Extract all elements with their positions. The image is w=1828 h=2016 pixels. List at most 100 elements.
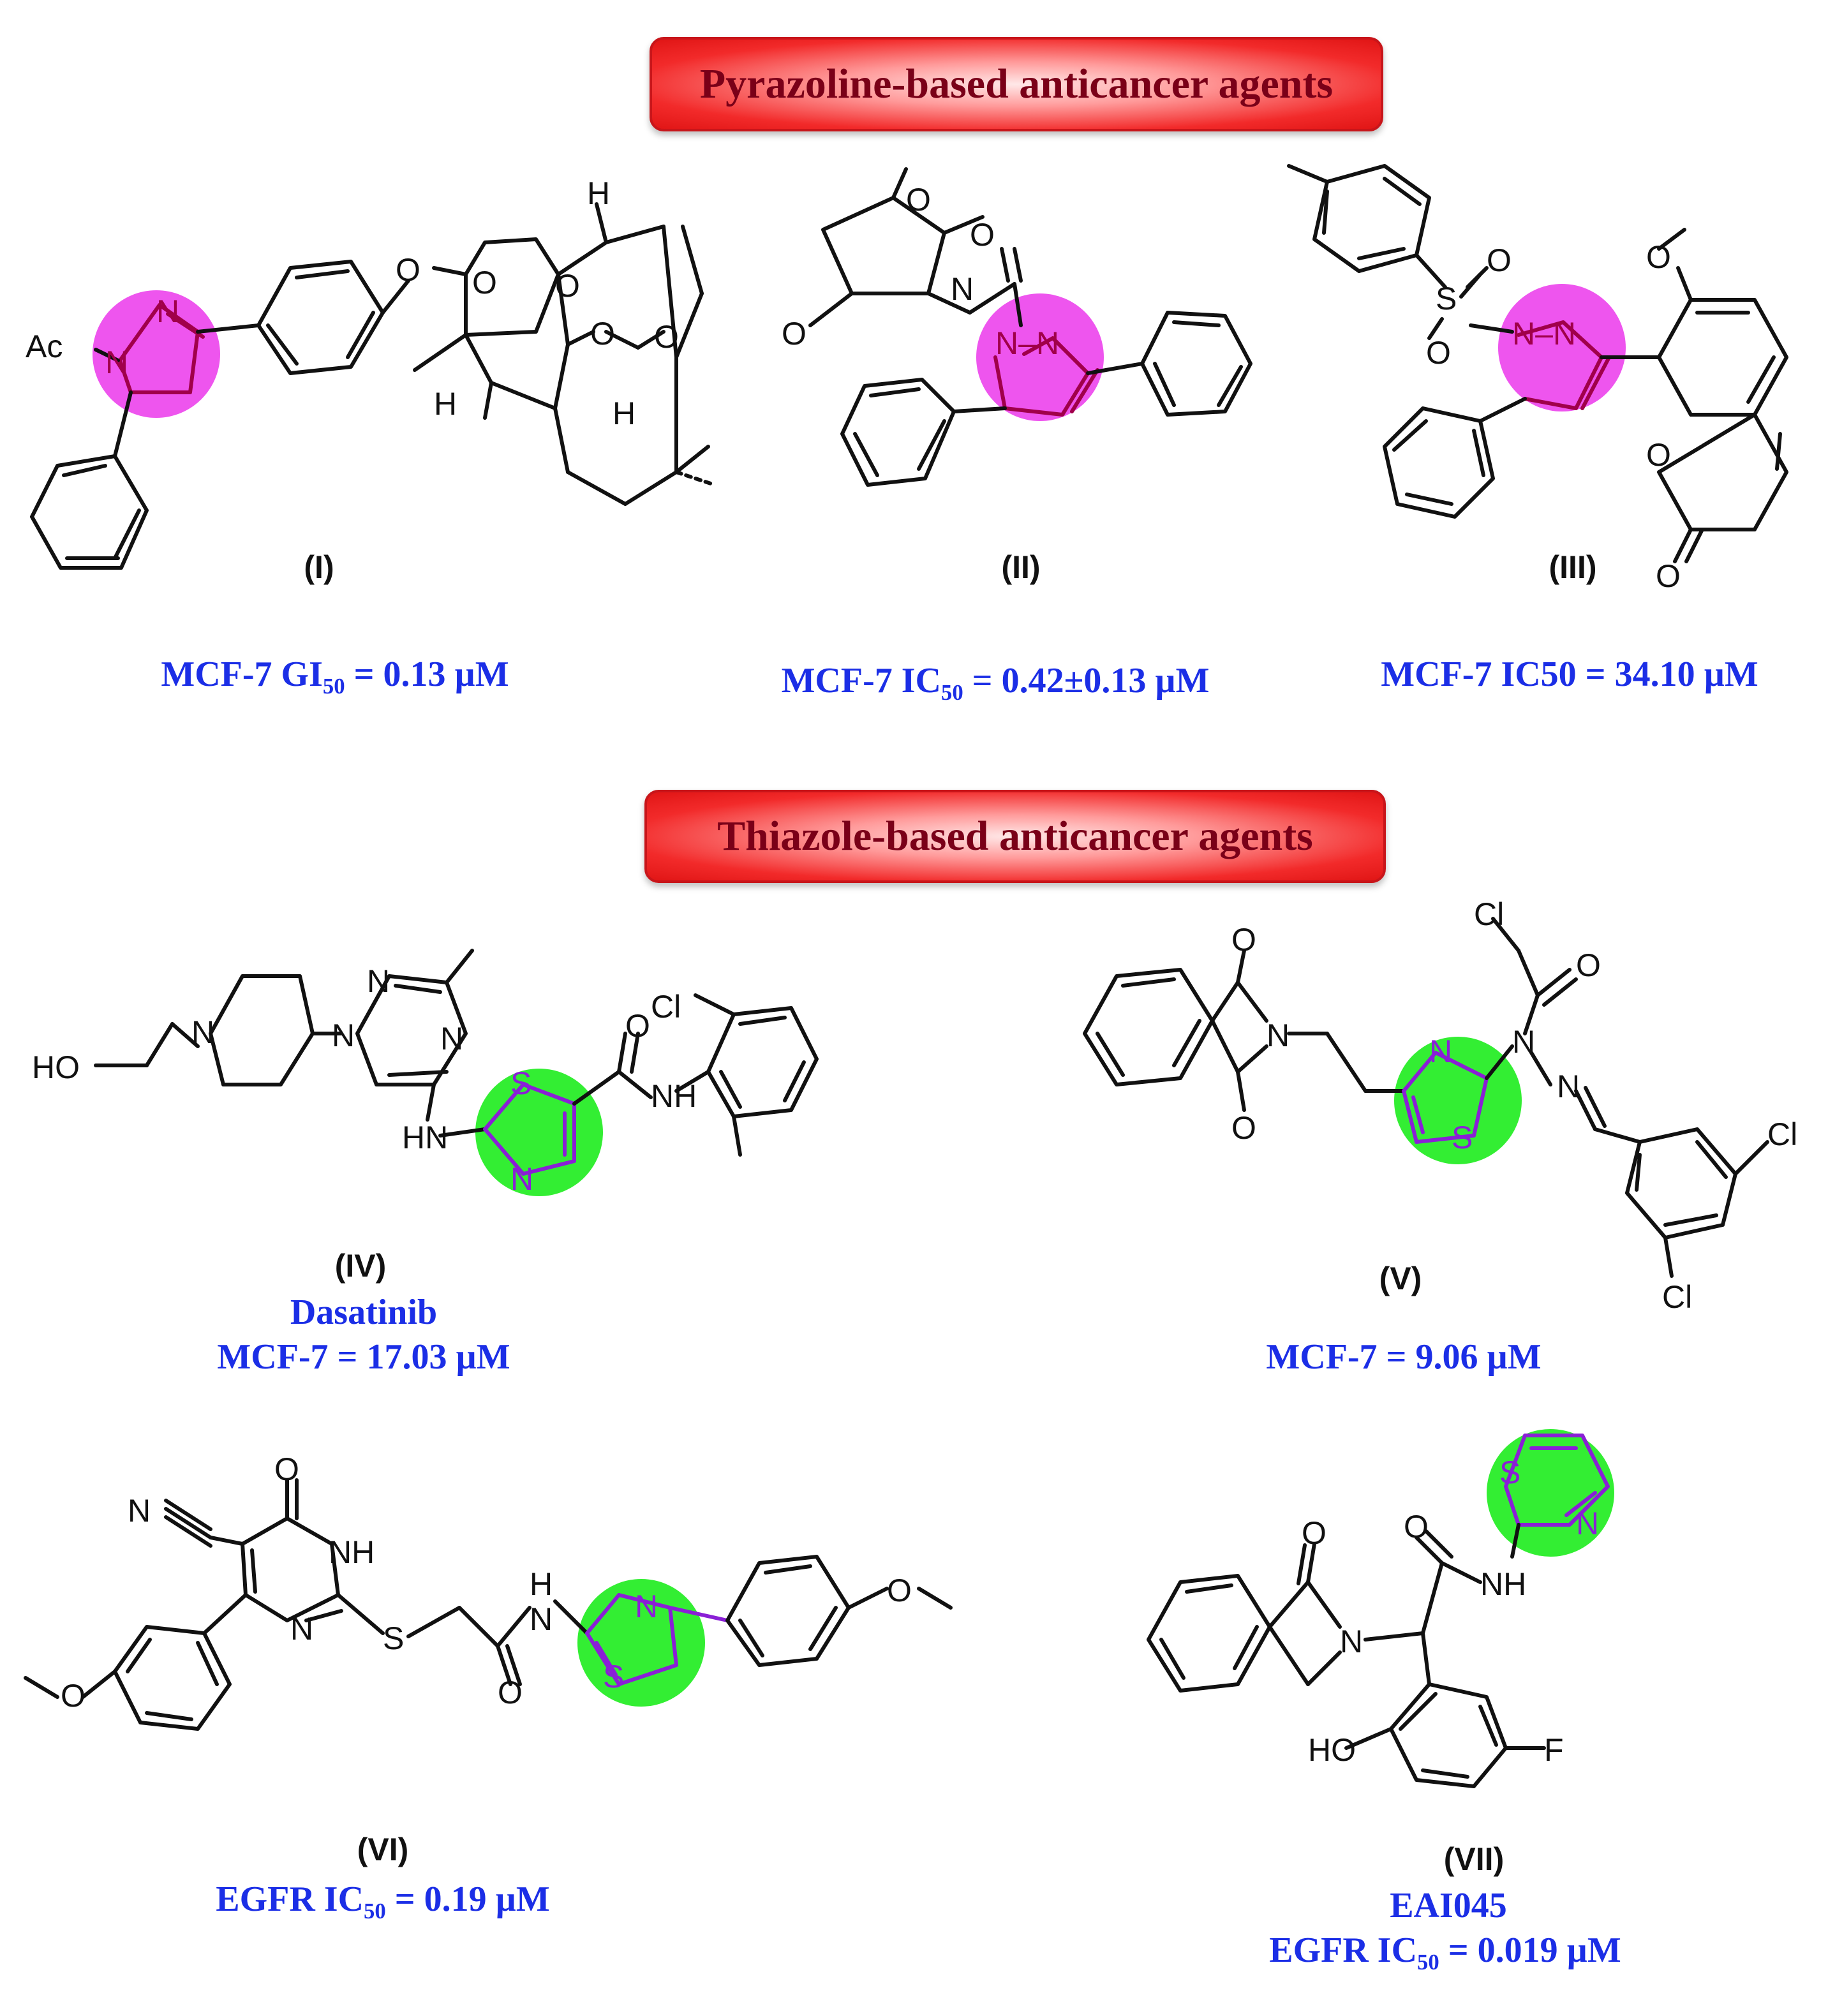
atom-s: S	[510, 1065, 531, 1101]
thiazole-banner-text: Thiazole-based anticancer agents	[717, 813, 1313, 859]
atom-n: N	[510, 1161, 533, 1197]
compound-id: (II)	[1001, 549, 1041, 585]
thiazole-ring-highlight	[577, 1579, 705, 1707]
pyrazoline-ring-highlight	[976, 293, 1104, 421]
atom-s: S	[1499, 1455, 1520, 1490]
thiazole-ring-highlight	[1394, 1037, 1522, 1164]
atom-n: N	[105, 345, 128, 380]
compound-ii-structure	[808, 167, 1252, 487]
atom-ho: HO	[1308, 1732, 1356, 1768]
atom-o: O	[1231, 1110, 1256, 1146]
pyrazoline-ring-highlight	[1498, 284, 1626, 411]
atom-o: O	[1231, 922, 1256, 958]
atom-f: F	[1544, 1732, 1564, 1768]
atom-n: N	[530, 1601, 553, 1637]
atom-n: N	[951, 271, 974, 307]
pyrazoline-banner: Pyrazoline-based anticancer agents	[650, 37, 1383, 131]
pyrazoline-ring-highlight	[93, 290, 220, 418]
atom-o: O	[1404, 1509, 1429, 1545]
atom-n: N	[156, 293, 179, 329]
atom-h: H	[434, 386, 457, 422]
compound-i-structure	[30, 202, 717, 570]
atom-s: S	[1436, 281, 1457, 316]
atom-o: O	[1646, 437, 1671, 473]
compound-id: (V)	[1379, 1261, 1422, 1296]
atom-cl: Cl	[651, 989, 681, 1025]
atom-cl: Cl	[1767, 1116, 1797, 1152]
compound-id: (VI)	[357, 1832, 409, 1867]
activity-label: MCF-7 GI50 = 0.13 µM	[161, 655, 509, 699]
atom-o: O	[1487, 242, 1512, 278]
atom-o: O	[782, 316, 806, 352]
atom-n: N	[1429, 1034, 1452, 1069]
atom-o: O	[555, 268, 580, 304]
compound-iii-structure	[1287, 164, 1788, 563]
atom-o: O	[1656, 558, 1681, 594]
compound-iv-structure	[94, 949, 819, 1196]
thiazole-ring-highlight	[475, 1069, 603, 1196]
atom-nh: NH	[651, 1078, 697, 1114]
atom-n: N	[128, 1493, 151, 1529]
atom-n: N	[191, 1014, 214, 1050]
atom-n: N	[1340, 1624, 1363, 1659]
pyrazoline-banner-text: Pyrazoline-based anticancer agents	[699, 61, 1334, 107]
activity-label: MCF-7 IC50 = 34.10 µM	[1381, 655, 1758, 694]
atom-o: O	[1646, 239, 1671, 275]
compound-id: (VII)	[1443, 1841, 1505, 1877]
atom-o: O	[61, 1678, 85, 1714]
compound-id: (IV)	[334, 1248, 387, 1284]
atom-n: N	[1512, 1024, 1535, 1060]
atom-h: H	[587, 175, 610, 211]
atom-o: O	[396, 252, 420, 288]
atom-n: N	[332, 1018, 355, 1053]
atom-s: S	[383, 1620, 404, 1656]
atom-ac: Ac	[26, 329, 63, 364]
activity-label: MCF-7 = 17.03 µM	[217, 1337, 510, 1377]
atom-o: O	[498, 1675, 523, 1710]
atom-o: O	[1302, 1515, 1326, 1551]
atom-n: N	[635, 1589, 658, 1624]
atom-o: O	[625, 1008, 650, 1044]
atom-cl: Cl	[1662, 1279, 1692, 1315]
atom-n: N	[1267, 1018, 1289, 1053]
atom-h: H	[530, 1566, 553, 1602]
atom-h: H	[613, 396, 635, 431]
atom-o: O	[1576, 947, 1601, 983]
atom-s: S	[1452, 1120, 1473, 1155]
activity-label: EGFR IC50 = 0.019 µM	[1269, 1931, 1621, 1975]
atom-o: O	[970, 217, 995, 253]
atom-n-n: N–N	[1512, 316, 1576, 352]
atom-n: N	[440, 1021, 463, 1056]
compound-vi-structure	[24, 1478, 953, 1731]
compound-name: Dasatinib	[290, 1293, 438, 1332]
compound-id: (III)	[1549, 549, 1597, 585]
atom-n-n: N–N	[995, 325, 1059, 361]
atom-hn: HN	[402, 1120, 448, 1155]
atom-o: O	[472, 265, 497, 300]
atom-n: N	[1576, 1506, 1599, 1541]
atom-o: O	[887, 1573, 912, 1608]
atom-nh: NH	[329, 1534, 375, 1570]
activity-label: MCF-7 IC50 = 0.42±0.13 µM	[781, 661, 1210, 706]
atom-n: N	[1557, 1069, 1580, 1104]
atom-cl: Cl	[1474, 896, 1504, 932]
atom-o: O	[1426, 335, 1451, 371]
atom-ho: HO	[32, 1049, 80, 1085]
atom-n: N	[290, 1611, 313, 1647]
activity-label: MCF-7 = 9.06 µM	[1266, 1337, 1542, 1377]
activity-label: EGFR IC50 = 0.19 µM	[216, 1879, 550, 1924]
atom-o: O	[906, 182, 931, 218]
atom-o: O	[590, 316, 615, 352]
atom-nh: NH	[1480, 1566, 1526, 1602]
compound-v-structure	[1083, 917, 1769, 1278]
atom-o: O	[274, 1451, 299, 1487]
thiazole-banner: Thiazole-based anticancer agents	[644, 790, 1386, 883]
compound-vii-structure	[1147, 1429, 1614, 1788]
atom-o: O	[654, 319, 679, 355]
compound-id: (I)	[304, 549, 334, 585]
compound-name: EAI045	[1390, 1886, 1507, 1925]
atom-n: N	[367, 963, 390, 999]
atom-s: S	[603, 1659, 624, 1694]
